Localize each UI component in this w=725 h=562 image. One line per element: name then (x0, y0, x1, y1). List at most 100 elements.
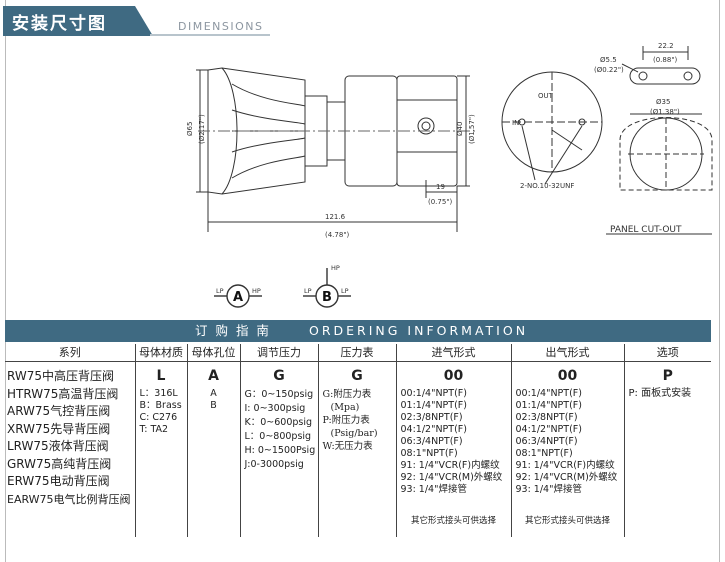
material-option: T: TA2 (139, 424, 169, 435)
port-options: A B (188, 388, 240, 412)
gauge-option: (Mpa) (330, 402, 360, 413)
outlet-option: 06:3/4NPT(F) (515, 436, 578, 447)
header-title: 安装尺寸图 (12, 14, 107, 34)
outlet-note: 其它形式接头可供选择 (524, 516, 610, 526)
col-header-port: 母体孔位 (186, 344, 240, 362)
pressure-options: G：0~150psig I: 0~300psig K：0~600psig L：0… (241, 388, 318, 472)
gauge-col: G G:附压力表 (Mpa) P:附压力表 (Psig/bar) W:无压力表 (317, 361, 396, 537)
dim-dia65-label: Ø65 (186, 122, 194, 136)
inlet-option: 02:3/8NPT(F) (400, 412, 463, 423)
symbol-a-letter: A (233, 290, 243, 305)
gauge-option: G:附压力表 (322, 389, 372, 400)
series-item: LRW75液体背压阀 (7, 439, 109, 453)
dim-19-in-label: (0.75") (428, 198, 453, 206)
port-out-label: OUT (538, 92, 554, 100)
port-col: A A B (186, 361, 240, 537)
pressure-option: L：0~800psig (244, 431, 312, 442)
pressure-option: I: 0~300psig (244, 403, 306, 414)
series-item: EARW75电气比例背压阀 (7, 492, 131, 506)
inlet-option: 06:3/4NPT(F) (400, 436, 463, 447)
port-option: B (210, 400, 217, 411)
symbol-b-lp: LP (304, 287, 312, 295)
gauge-option: P:附压力表 (322, 415, 370, 426)
dim-121-in-label: (4.78") (325, 231, 350, 239)
panel-cutout-label: PANEL CUT-OUT (610, 225, 682, 235)
option-code: P (662, 368, 673, 384)
dim-222-label: 22.2 (658, 42, 674, 50)
ordering-body-row: RW75中高压背压阀 HTRW75高温背压阀 ARW75气控背压阀 XRW75先… (5, 361, 711, 537)
col-header-outlet: 出气形式 (510, 344, 624, 362)
section-header: 安装尺寸图 DIMENSIONS (0, 0, 725, 40)
symbol-b-hp: HP (331, 264, 340, 272)
material-option: B：Brass (139, 400, 182, 411)
material-col: L L：316L B：Brass C: C276 T: TA2 (134, 361, 187, 537)
series-item: XRW75先导背压阀 (7, 421, 111, 436)
series-item: ARW75气控背压阀 (7, 404, 111, 418)
gauge-option: (Psig/bar) (330, 428, 378, 439)
outlet-option: 93: 1/4"焊接管 (515, 484, 582, 495)
material-options: L：316L B：Brass C: C276 T: TA2 (136, 388, 187, 436)
inlet-option: 93: 1/4"焊接管 (400, 484, 467, 495)
inlet-option: 04:1/2"NPT(F) (400, 424, 467, 435)
inlet-option: 01:1/4"NPT(F) (400, 400, 467, 411)
inlet-note: 其它形式接头可供选择 (410, 516, 496, 526)
series-item: HTRW75高温背压阀 (7, 386, 119, 401)
outlet-col: 00 00:1/4"NPT(F) 01:1/4"NPT(F) 02:3/8NPT… (510, 361, 624, 537)
outlet-option: 92: 1/4"VCR(M)外螺纹 (515, 472, 618, 483)
symbol-b-letter: B (322, 290, 332, 305)
inlet-option: 91: 1/4"VCR(F)内螺纹 (400, 460, 500, 471)
gauge-code: G (351, 368, 363, 384)
series-list: RW75中高压背压阀 HTRW75高温背压阀 ARW75气控背压阀 XRW75先… (5, 362, 135, 537)
port-option: A (210, 388, 217, 399)
ordering-band: 订 购 指 南 ORDERING INFORMATION (5, 320, 711, 342)
dim-121-label: 121.6 (325, 213, 346, 221)
header-rule (150, 34, 270, 36)
inlet-option: 08:1"NPT(F) (400, 448, 458, 459)
header-subtitle: DIMENSIONS (178, 20, 264, 33)
inlet-options: 00:1/4"NPT(F) 01:1/4"NPT(F) 02:3/8NPT(F)… (397, 388, 511, 496)
material-option: C: C276 (139, 412, 178, 423)
gauge-option: W:无压力表 (322, 441, 373, 452)
material-option: L：316L (139, 388, 178, 399)
outlet-code: 00 (557, 368, 578, 384)
outlet-option: 91: 1/4"VCR(F)内螺纹 (515, 460, 615, 471)
panel-view (501, 71, 603, 185)
col-header-option: 选项 (623, 344, 711, 362)
port-in-label: IN (512, 119, 519, 127)
pressure-option: H: 0~1500Psig (244, 445, 316, 456)
pressure-col: G G：0~150psig I: 0~300psig K：0~600psig L… (239, 361, 318, 537)
dim-dia35-in-label: (Ø1.38") (650, 108, 680, 116)
outlet-option: 01:1/4"NPT(F) (515, 400, 582, 411)
left-margin-strip (0, 0, 6, 562)
ordering-title-cn: 订 购 指 南 (195, 323, 271, 338)
gauge-options: G:附压力表 (Mpa) P:附压力表 (Psig/bar) W:无压力表 (319, 388, 396, 453)
inlet-code: 00 (443, 368, 464, 384)
series-item: ERW75电动背压阀 (7, 474, 110, 488)
ordering-header-row: 系列 母体材质 母体孔位 调节压力 压力表 进气形式 出气形式 选项 (5, 344, 711, 362)
dim-222-in-label: (0.88") (653, 56, 678, 64)
pressure-option: G：0~150psig (244, 389, 314, 400)
col-header-pressure: 调节压力 (239, 344, 318, 362)
outlet-option: 08:1"NPT(F) (515, 448, 573, 459)
dim-dia35-label: Ø35 (656, 98, 670, 106)
col-header-gauge: 压力表 (317, 344, 396, 362)
mount-bracket (621, 46, 701, 85)
option-option: P: 面板式安装 (628, 388, 692, 399)
dim-19-label: 19 (436, 183, 445, 191)
panel-cutout (606, 113, 713, 235)
dim-hole-in-label: (Ø0.22") (594, 66, 624, 74)
col-header-material: 母体材质 (134, 344, 187, 362)
option-col: P P: 面板式安装 (623, 361, 711, 537)
symbol-b-lp-right: LP (341, 287, 349, 295)
port-code: A (208, 368, 219, 384)
inlet-col: 00 00:1/4"NPT(F) 01:1/4"NPT(F) 02:3/8NPT… (395, 361, 511, 537)
header-tab (3, 6, 153, 36)
pressure-code: G (273, 368, 285, 384)
symbol-a-lp: LP (216, 287, 224, 295)
right-margin-strip (719, 0, 725, 562)
col-header-series: 系列 (5, 344, 135, 362)
series-item: RW75中高压背压阀 (7, 369, 114, 383)
pressure-option: J:0-3000psig (244, 459, 304, 470)
outlet-option: 00:1/4"NPT(F) (515, 388, 582, 399)
dim-dia65-in-label: (Ø2.17") (198, 114, 206, 144)
